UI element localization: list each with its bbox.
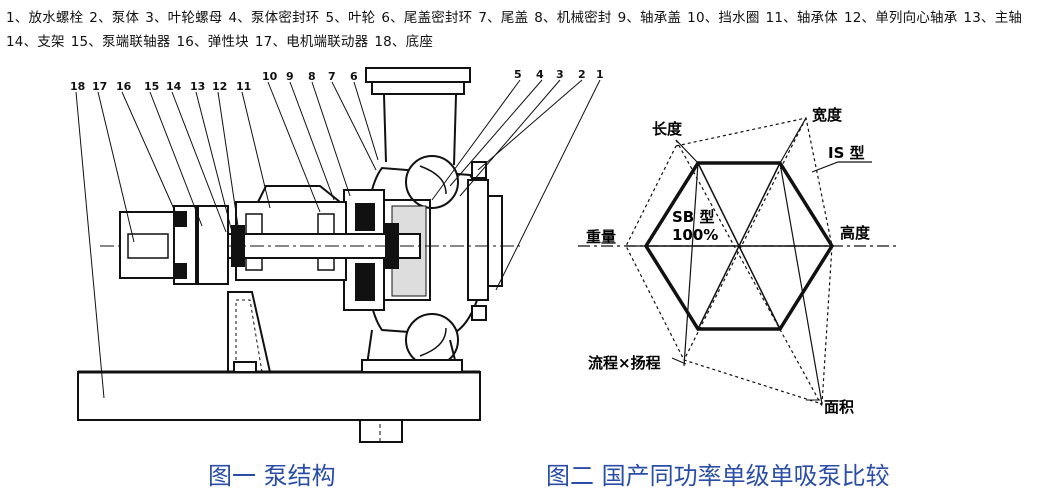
legend-item: 11、轴承体: [765, 10, 838, 26]
legend-item: 6、尾盖密封环: [381, 10, 473, 26]
callout-number: 10: [262, 70, 278, 83]
legend-item: 3、叶轮螺母: [145, 10, 223, 26]
callout-number: 15: [144, 80, 159, 93]
callout-number: 17: [92, 80, 107, 93]
callout-number: 11: [236, 80, 251, 93]
callout-number: 18: [70, 80, 85, 93]
callout-number: 9: [286, 70, 294, 83]
callout-number: 16: [116, 80, 132, 93]
label-area: 面积: [824, 398, 854, 416]
callout-number: 1: [596, 68, 604, 81]
label-sb-type: SB 型: [672, 208, 714, 226]
label-width: 宽度: [811, 106, 843, 124]
callout-number: 5: [514, 68, 522, 81]
pump-base: [77, 371, 481, 421]
legend-item: 10、挡水圈: [687, 10, 760, 26]
callout-number: 6: [350, 70, 358, 83]
label-is-type: IS 型: [828, 144, 865, 162]
callout-number: 14: [166, 80, 182, 93]
label-flow-head: 流程×扬程: [588, 354, 661, 372]
legend-item: 16、弹性块: [176, 34, 249, 50]
legend-item: 15、泵端联轴器: [70, 34, 171, 50]
label-percent: 100%: [672, 226, 718, 244]
legend-item: 17、电机端联动器: [254, 34, 369, 50]
legend-item: 4、泵体密封环: [228, 10, 320, 26]
legend-item: 1、放水螺栓: [6, 10, 84, 26]
legend-item: 13、主轴: [963, 10, 1023, 26]
legend-item: 7、尾盖: [478, 10, 529, 26]
figure1-caption: 图一 泵结构: [208, 462, 336, 490]
legend-item: 18、底座: [374, 34, 434, 50]
callout-number: 3: [556, 68, 564, 81]
legend-item: 14、支架: [6, 34, 65, 50]
callout-number: 7: [328, 70, 336, 83]
pump-drawing: [77, 67, 520, 443]
legend-item: 8、机械密封: [534, 10, 612, 26]
callout-leaders: [75, 79, 601, 399]
figure2-caption: 图二 国产同功率单级单吸泵比较: [546, 462, 890, 490]
callout-number: 13: [190, 80, 205, 93]
legend-item: 2、泵体: [89, 10, 140, 26]
callout-number: 12: [212, 80, 227, 93]
callout-number: 2: [578, 68, 586, 81]
legend-item: 5、叶轮: [325, 10, 376, 26]
parts-legend: 1、放水螺栓 2、泵体 3、叶轮螺母 4、泵体密封环 5、叶轮 6、尾盖密封环 7、尾盖 8、…: [6, 6, 1041, 54]
callout-number: 4: [536, 68, 544, 81]
legend-item: 12、单列向心轴承: [843, 10, 958, 26]
callout-number: 8: [308, 70, 316, 83]
comparison-diagram: 长度 宽度 IS 型 重量 高度 SB 型 100% 流程×扬程 面积: [578, 106, 900, 416]
legend-item: 9、轴承盖: [617, 10, 682, 26]
label-weight: 重量: [586, 228, 616, 246]
label-height: 高度: [840, 224, 871, 242]
label-length: 长度: [652, 120, 683, 138]
